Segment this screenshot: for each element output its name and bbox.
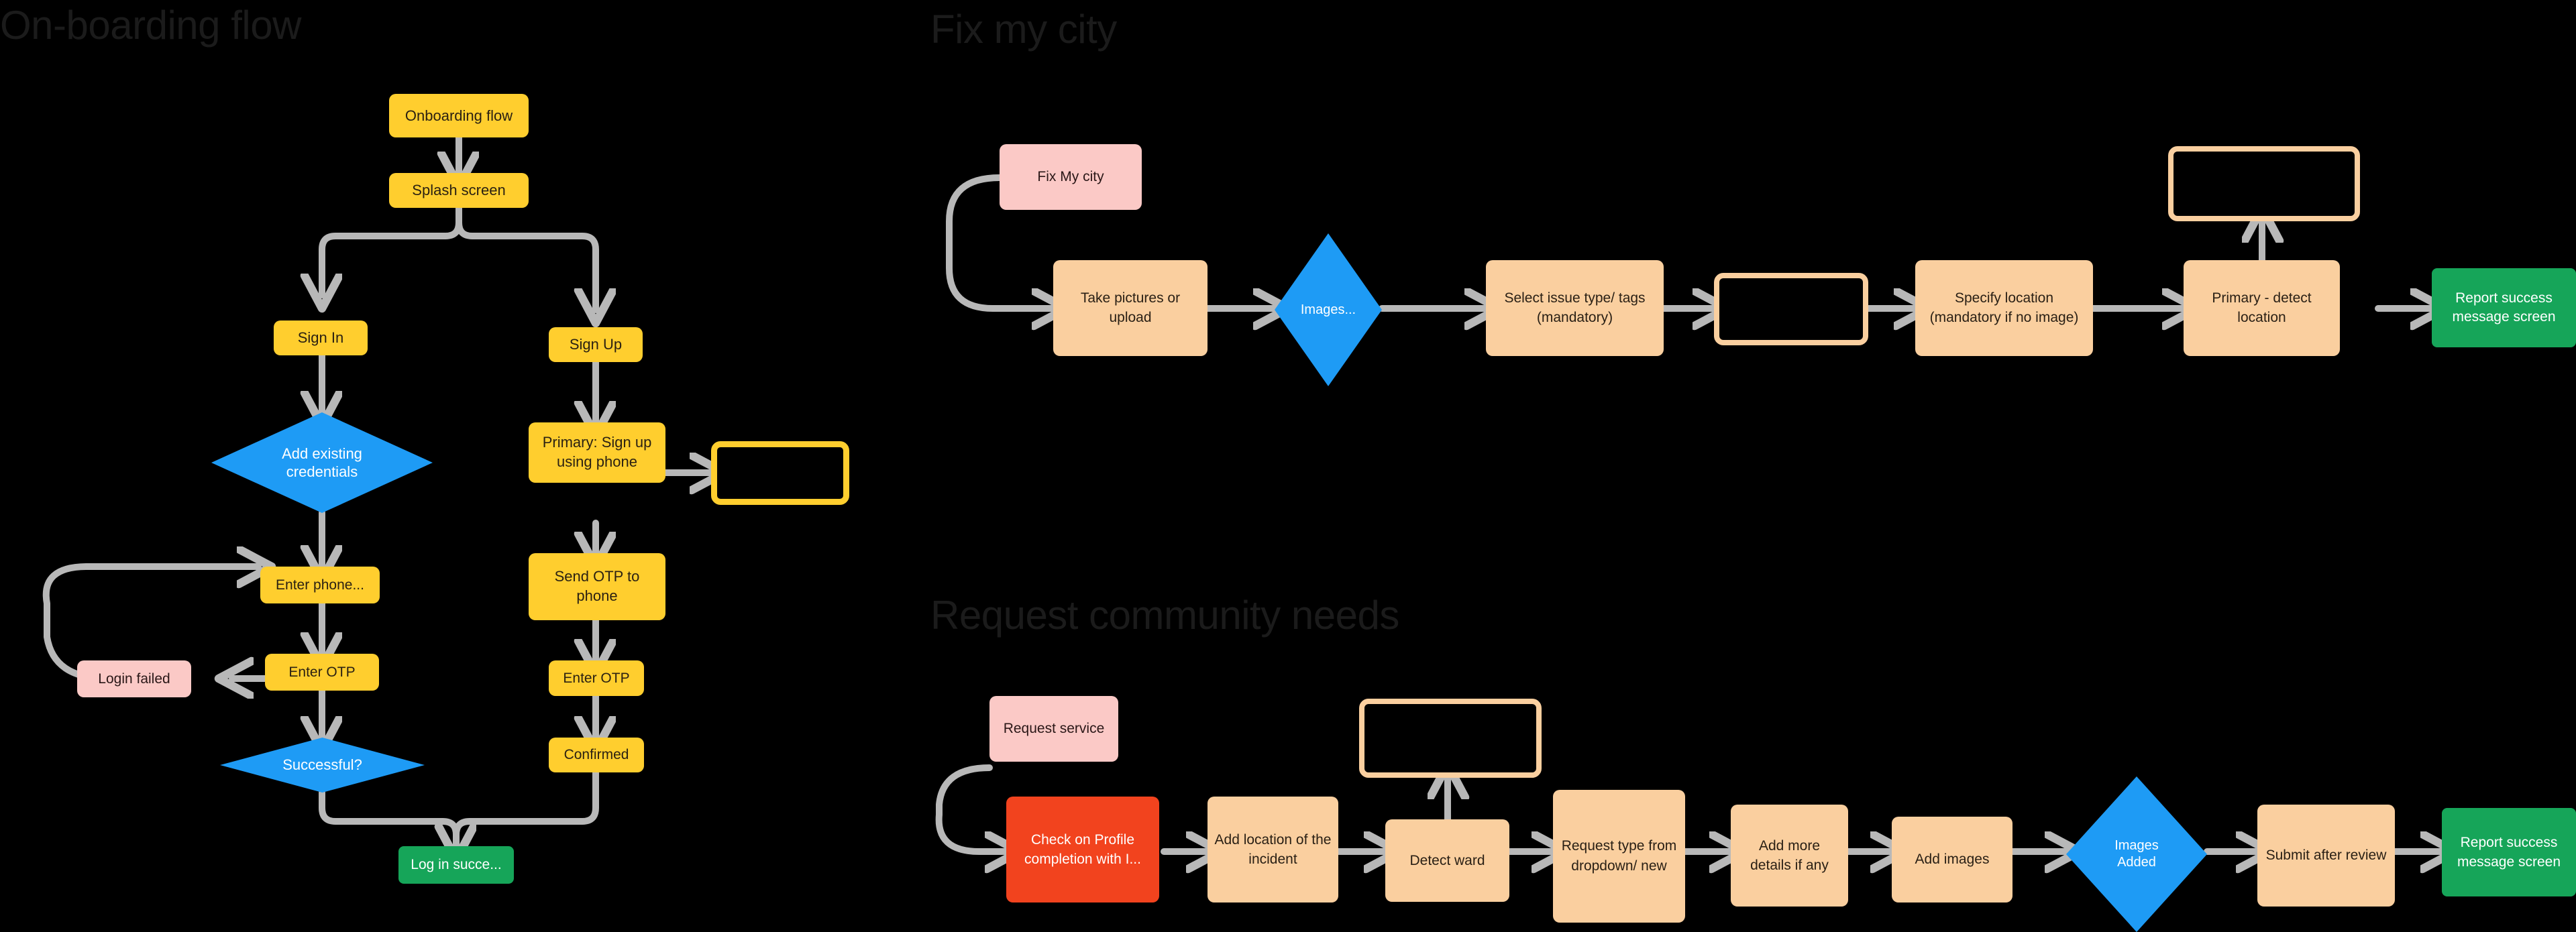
node-label: Submit after review: [2265, 848, 2387, 864]
node-label: Confirmed: [564, 747, 629, 762]
node-label: Report success message screen: [2457, 834, 2561, 870]
node-splash-screen[interactable]: Splash screen: [389, 173, 529, 208]
node-community-report-success[interactable]: Report success message screen: [2442, 808, 2576, 896]
node-empty-peach-note-1[interactable]: [1714, 273, 1868, 345]
node-label: Images Added: [2114, 838, 2159, 870]
node-sign-in[interactable]: Sign In: [274, 321, 368, 355]
node-primary-detect-location[interactable]: Primary - detect location: [2184, 260, 2340, 356]
node-enter-otp-right[interactable]: Enter OTP: [549, 660, 644, 696]
node-successful[interactable]: Successful?: [220, 738, 425, 793]
node-take-pictures-or-upload[interactable]: Take pictures or upload: [1053, 260, 1208, 356]
section-title-fixmycity: Fix my city: [930, 7, 1117, 52]
node-images-added-decision[interactable]: Images Added: [2066, 776, 2207, 932]
node-label: Enter phone...: [276, 577, 364, 593]
node-add-images[interactable]: Add images: [1892, 817, 2012, 902]
node-label: Add more details if any: [1750, 837, 1829, 873]
node-enter-otp-left[interactable]: Enter OTP: [265, 654, 379, 691]
node-request-type-dropdown[interactable]: Request type from dropdown/ new: [1553, 790, 1685, 923]
node-label: Specify location (mandatory if no image): [1929, 290, 2079, 325]
node-login-failed[interactable]: Login failed: [77, 660, 191, 697]
node-check-profile-completion[interactable]: Check on Profile completion with I...: [1006, 797, 1159, 902]
section-title-onboarding: On-boarding flow: [0, 3, 301, 48]
node-empty-peach-note-community[interactable]: [1359, 699, 1542, 778]
node-label: Fix My city: [1037, 169, 1104, 184]
node-label: Detect ward: [1409, 852, 1485, 868]
node-label: Primary: Sign up using phone: [542, 434, 652, 470]
node-label: Select issue type/ tags (mandatory): [1504, 290, 1646, 325]
node-label: Successful?: [282, 756, 362, 774]
node-send-otp-to-phone[interactable]: Send OTP to phone: [529, 553, 665, 620]
node-label: Log in succe...: [411, 857, 502, 872]
node-add-existing-credentials[interactable]: Add existing credentials: [211, 412, 433, 513]
node-request-service[interactable]: Request service: [989, 696, 1118, 762]
node-label: Sign In: [297, 329, 344, 346]
node-log-in-success[interactable]: Log in succe...: [398, 846, 514, 884]
flowchart-canvas: On-boarding flow Fix my city Request com…: [0, 3, 2576, 932]
node-add-more-details[interactable]: Add more details if any: [1731, 805, 1848, 907]
node-label: Request service: [1003, 721, 1105, 736]
node-label: Sign Up: [569, 336, 623, 353]
node-label: Enter OTP: [288, 664, 356, 680]
node-primary-sign-up-using-phone[interactable]: Primary: Sign up using phone: [529, 422, 665, 483]
node-fixmycity-report-success[interactable]: Report success message screen: [2432, 268, 2576, 347]
node-label: Check on Profile completion with I...: [1024, 831, 1141, 867]
node-onboarding-flow[interactable]: Onboarding flow: [389, 94, 529, 137]
node-label: Primary - detect location: [2212, 290, 2312, 325]
node-label: Add existing credentials: [282, 445, 362, 481]
node-images-decision[interactable]: Images...: [1275, 233, 1382, 386]
node-enter-phone[interactable]: Enter phone...: [260, 567, 380, 603]
node-empty-peach-note-2[interactable]: [2168, 146, 2360, 221]
node-sign-up[interactable]: Sign Up: [549, 327, 643, 362]
node-label: Splash screen: [412, 182, 506, 198]
node-fix-my-city[interactable]: Fix My city: [1000, 144, 1142, 210]
node-label: Enter OTP: [563, 670, 630, 686]
node-label: Login failed: [98, 671, 170, 687]
node-empty-yellow-note[interactable]: [711, 441, 849, 505]
node-submit-after-review[interactable]: Submit after review: [2257, 805, 2395, 907]
node-label: Add location of the incident: [1214, 831, 1332, 867]
node-add-location-of-incident[interactable]: Add location of the incident: [1208, 797, 1338, 902]
node-label: Onboarding flow: [405, 107, 513, 124]
section-title-community: Request community needs: [930, 593, 1399, 638]
node-select-issue-type[interactable]: Select issue type/ tags (mandatory): [1486, 260, 1664, 356]
node-detect-ward[interactable]: Detect ward: [1385, 819, 1509, 902]
node-label: Take pictures or upload: [1080, 290, 1181, 325]
node-specify-location[interactable]: Specify location (mandatory if no image): [1915, 260, 2093, 356]
node-label: Add images: [1915, 852, 1990, 867]
node-label: Send OTP to phone: [554, 568, 640, 604]
node-label: Images...: [1300, 302, 1356, 317]
node-confirmed[interactable]: Confirmed: [549, 738, 644, 772]
node-label: Request type from dropdown/ new: [1561, 837, 1677, 874]
node-label: Report success message screen: [2452, 290, 2556, 325]
